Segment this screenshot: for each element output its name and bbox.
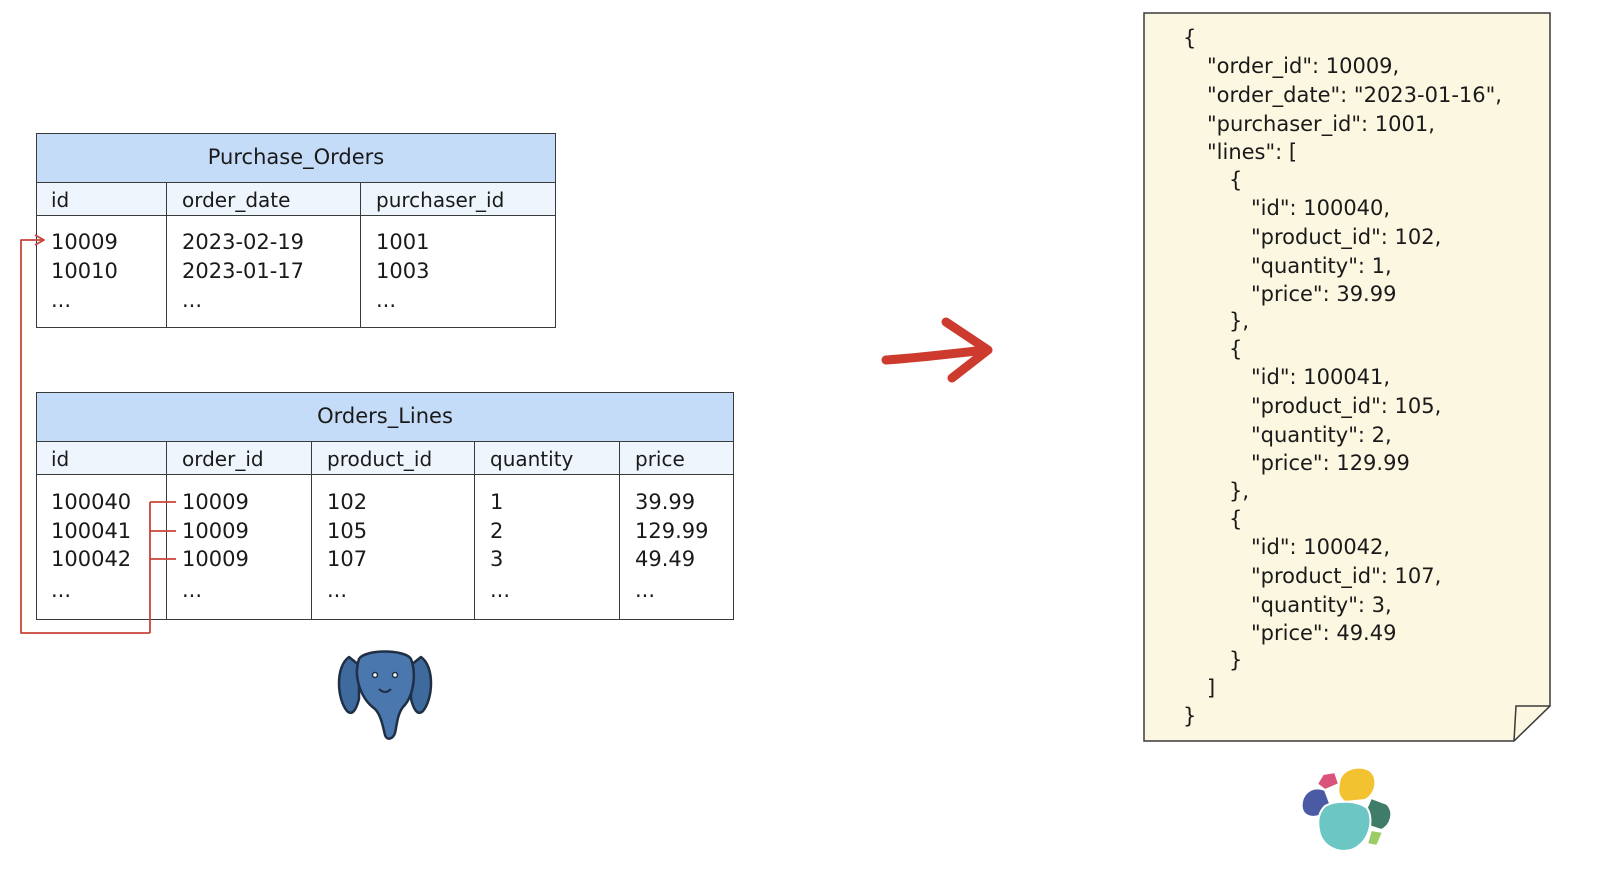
json-line: ]: [1207, 676, 1216, 700]
table-cell: ...: [182, 578, 203, 602]
order-lines-divider: [474, 442, 475, 619]
column-header-price: price: [635, 447, 685, 471]
json-line: }: [1183, 704, 1197, 728]
json-line: "product_id": 105,: [1251, 394, 1442, 418]
purchase-orders-divider: [360, 183, 361, 327]
table-cell: ...: [376, 288, 397, 312]
purchase-orders-table: Purchase_Orders id order_date purchaser_…: [36, 133, 556, 328]
json-line: {: [1229, 168, 1243, 192]
purchase-orders-title-text: Purchase_Orders: [207, 145, 385, 169]
purchase-orders-title: Purchase_Orders: [37, 134, 555, 183]
table-cell: 102: [327, 490, 368, 514]
table-cell: 100041: [51, 519, 132, 543]
column-header-order-id: order_id: [182, 447, 264, 471]
purchase-orders-divider: [166, 183, 167, 327]
table-cell: ...: [51, 578, 72, 602]
order-lines-table: Orders_Lines id order_id product_id quan…: [36, 392, 734, 620]
order-lines-title-text: Orders_Lines: [317, 404, 453, 428]
table-cell: 10009: [51, 230, 118, 254]
table-cell: 2: [490, 519, 504, 543]
json-line: "id": 100041,: [1251, 365, 1391, 389]
json-line: "lines": [: [1207, 140, 1298, 164]
json-line: "price": 39.99: [1251, 282, 1397, 306]
table-cell: 1: [490, 490, 504, 514]
table-cell: 49.49: [635, 547, 696, 571]
table-cell: 100042: [51, 547, 132, 571]
table-cell: 1001: [376, 230, 430, 254]
order-lines-divider: [619, 442, 620, 619]
table-cell: 3: [490, 547, 504, 571]
json-line: "id": 100040,: [1251, 196, 1391, 220]
table-cell: 129.99: [635, 519, 709, 543]
json-line: "product_id": 107,: [1251, 564, 1442, 588]
json-document: { "order_id": 10009, "order_date": "2023…: [1143, 12, 1551, 742]
table-cell: ...: [490, 578, 511, 602]
order-lines-divider: [166, 442, 167, 619]
json-line: {: [1229, 507, 1243, 531]
order-lines-divider: [311, 442, 312, 619]
table-cell: 10009: [182, 490, 249, 514]
table-cell: 105: [327, 519, 368, 543]
table-cell: 100040: [51, 490, 132, 514]
column-header-product-id: product_id: [327, 447, 433, 471]
table-cell: 2023-01-17: [182, 259, 305, 283]
table-cell: 2023-02-19: [182, 230, 305, 254]
table-cell: 39.99: [635, 490, 696, 514]
table-cell: ...: [635, 578, 656, 602]
json-line: },: [1229, 309, 1250, 333]
order-lines-header-row: [37, 442, 733, 475]
column-header-quantity: quantity: [490, 447, 574, 471]
column-header-purchaser-id: purchaser_id: [376, 188, 505, 212]
table-cell: ...: [327, 578, 348, 602]
json-line: "quantity": 3,: [1251, 593, 1392, 617]
arrow-right-icon: [881, 317, 993, 383]
json-line: "quantity": 1,: [1251, 254, 1392, 278]
json-line: {: [1183, 26, 1197, 50]
column-header-id: id: [51, 188, 70, 212]
table-cell: 10010: [51, 259, 118, 283]
json-line: "product_id": 102,: [1251, 225, 1442, 249]
order-lines-title: Orders_Lines: [37, 393, 733, 442]
json-line: },: [1229, 479, 1250, 503]
purchase-orders-header-row: [37, 183, 555, 216]
json-line: "price": 129.99: [1251, 451, 1410, 475]
table-cell: ...: [182, 288, 203, 312]
table-cell: 10009: [182, 519, 249, 543]
document-sheet: [1143, 12, 1551, 742]
json-line: "price": 49.49: [1251, 621, 1397, 645]
json-line: "purchaser_id": 1001,: [1207, 112, 1435, 136]
json-line: }: [1229, 648, 1243, 672]
table-cell: 10009: [182, 547, 249, 571]
json-line: "order_date": "2023-01-16",: [1207, 83, 1502, 107]
column-header-order-date: order_date: [182, 188, 291, 212]
json-line: "id": 100042,: [1251, 535, 1391, 559]
postgresql-elephant-icon: [337, 650, 433, 740]
elasticsearch-logo-icon: [1300, 766, 1393, 852]
json-line: "quantity": 2,: [1251, 423, 1392, 447]
json-line: {: [1229, 337, 1243, 361]
column-header-id: id: [51, 447, 70, 471]
table-cell: 107: [327, 547, 368, 571]
json-line: "order_id": 10009,: [1207, 54, 1400, 78]
table-cell: 1003: [376, 259, 430, 283]
table-cell: ...: [51, 288, 72, 312]
